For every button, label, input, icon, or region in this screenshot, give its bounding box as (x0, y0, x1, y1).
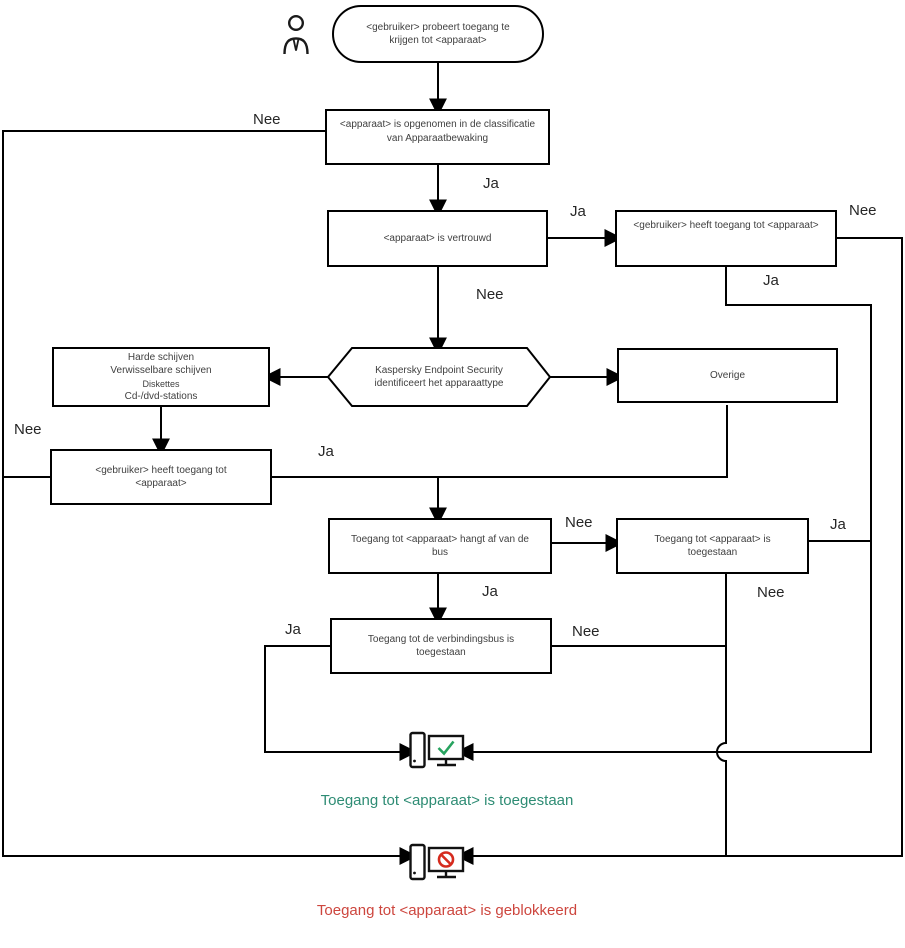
node-text-line: <apparaat> is vertrouwd (383, 232, 492, 244)
node-access-allowed: Toegang tot <apparaat> is toegestaan (616, 518, 809, 574)
result-access-blocked: Toegang tot <apparaat> is geblokkeerd (316, 902, 578, 919)
node-text-line: Diskettes (142, 378, 180, 389)
node-text-line: <gebruiker> heeft toegang tot <apparaat> (633, 220, 819, 231)
edge-label-ja-classification: Ja (483, 175, 499, 192)
node-text-line: <gebruiker> probeert toegang te (366, 21, 510, 33)
node-text-line: Overige (709, 369, 745, 381)
tower-led-dot (413, 871, 416, 875)
edge-label-ja-connection-bus: Ja (285, 621, 301, 638)
node-text-line: Cd-/dvd-stations (124, 390, 198, 402)
node-text-line: identificeert het apparaattype (374, 378, 504, 389)
node-text-line: Toegang tot <apparaat> is (654, 533, 771, 545)
node-text-line: <apparaat> is opgenomen in de classifica… (339, 119, 536, 130)
edge-label-nee-connection-bus: Nee (572, 623, 600, 640)
edge-label-ja-access-allowed: Ja (830, 516, 846, 533)
node-user-access-left: <gebruiker> heeft toegang tot <apparaat> (50, 449, 272, 505)
edge-label-nee-trusted: Nee (476, 286, 504, 303)
tower-led-dot (413, 759, 416, 763)
node-text-line: krijgen tot <apparaat> (389, 35, 487, 46)
node-text-line: Kaspersky Endpoint Security (375, 364, 503, 376)
computer-check-icon (409, 731, 465, 769)
node-text-line: toegestaan (416, 647, 466, 658)
check-icon (437, 740, 455, 756)
node-device-type-label: Kaspersky Endpoint Security identificeer… (339, 351, 539, 403)
node-connection-bus: Toegang tot de verbindingsbus is toegest… (330, 618, 552, 674)
node-text-line: bus (431, 547, 449, 558)
node-device-list: Harde schijven Verwisselbare schijven Di… (52, 347, 270, 407)
node-text-line: <gebruiker> heeft toegang tot (95, 464, 227, 476)
computer-blocked-icon (409, 843, 465, 881)
person-icon (283, 15, 309, 55)
node-text-line: Harde schijven (127, 351, 195, 363)
node-other: Overige (617, 348, 838, 403)
edge-label-ja-trusted: Ja (570, 203, 586, 220)
node-trusted: <apparaat> is vertrouwd (327, 210, 548, 267)
node-text-line: Toegang tot de verbindingsbus is (367, 633, 515, 645)
node-user-access-right: <gebruiker> heeft toegang tot <apparaat> (615, 210, 837, 267)
edge-label-nee-access-allowed: Nee (757, 584, 785, 601)
edge-label-ja-user-access-left: Ja (318, 443, 334, 460)
edge-label-nee-classification: Nee (253, 111, 281, 128)
node-text-line: <apparaat> (135, 478, 187, 489)
edge-label-nee-bus-dependent: Nee (565, 514, 593, 531)
hexagon-device-type (326, 347, 552, 407)
node-text-line: Toegang tot <apparaat> hangt af van de (351, 533, 529, 545)
node-classification: <apparaat> is opgenomen in de classifica… (325, 109, 550, 165)
connector-lines (2, 63, 903, 865)
result-access-allowed: Toegang tot <apparaat> is toegestaan (320, 792, 574, 809)
edge-label-nee-user-access-right: Nee (849, 202, 877, 219)
edge-label-nee-user-access-left: Nee (14, 421, 42, 438)
node-bus-dependent: Toegang tot <apparaat> hangt af van de b… (328, 518, 552, 574)
node-text-line: Verwisselbare schijven (110, 365, 212, 377)
edge-label-ja-user-access-right: Ja (763, 272, 779, 289)
node-text-line: toegestaan (687, 547, 738, 558)
node-text-line: van Apparaatbewaking (386, 132, 489, 144)
prohibition-icon (437, 851, 455, 868)
edge-label-ja-bus-dependent: Ja (482, 583, 498, 600)
node-start: <gebruiker> probeert toegang te krijgen … (332, 5, 544, 63)
